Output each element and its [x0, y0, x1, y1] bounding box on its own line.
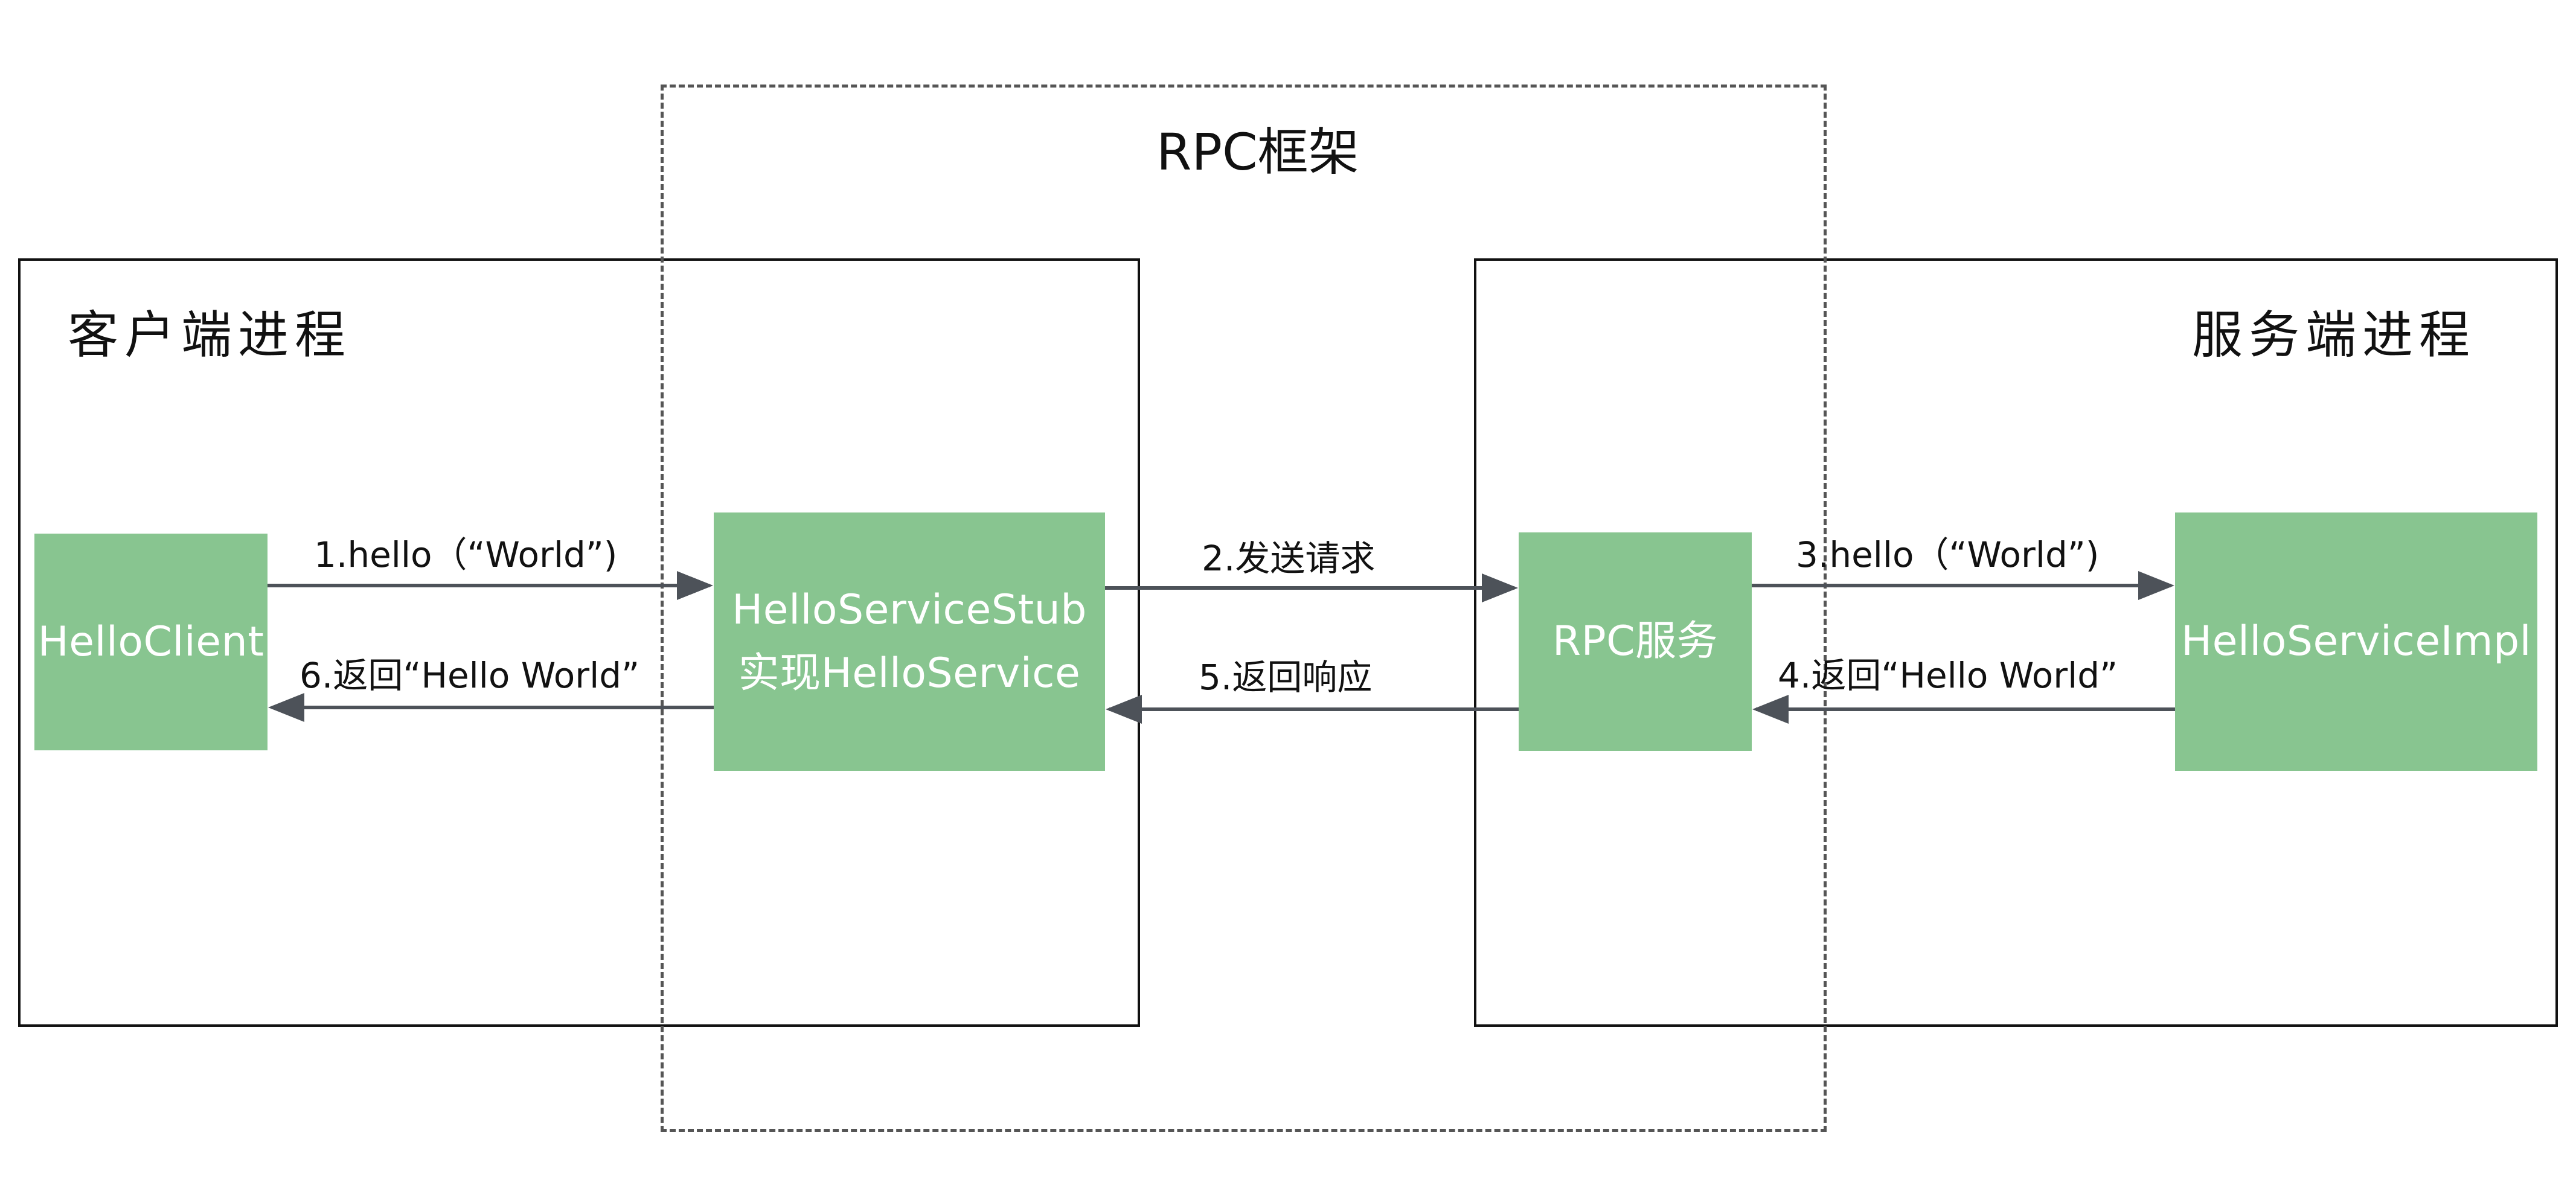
arrow-3-label: 3.hello（“World”) — [1796, 534, 2100, 575]
hello-client-node: HelloClient — [34, 534, 268, 750]
server-process-box — [1474, 258, 2558, 1027]
arrow-6-label: 6.返回“Hello World” — [300, 655, 640, 696]
hello-service-impl-node: HelloServiceImpl — [2175, 512, 2537, 771]
arrow-4-label: 4.返回“Hello World” — [1778, 655, 2118, 696]
rpc-service-label: RPC服务 — [1552, 618, 1719, 666]
rpc-framework-box — [661, 85, 1827, 1132]
arrow-2-label: 2.发送请求 — [1202, 538, 1376, 579]
server-process-title: 服务端进程 — [2192, 305, 2476, 365]
arrow-1-label: 1.hello（“World”) — [314, 534, 618, 575]
hello-service-impl-label: HelloServiceImpl — [2180, 618, 2532, 666]
framework-title: RPC框架 — [1156, 123, 1359, 182]
hello-service-stub-node: HelloServiceStub 实现HelloService — [714, 512, 1105, 771]
client-process-box — [18, 258, 1140, 1027]
client-process-title: 客户端进程 — [68, 305, 352, 365]
stub-label-line2: 实现HelloService — [738, 650, 1081, 697]
arrow-5-label: 5.返回响应 — [1199, 657, 1373, 698]
rpc-service-node: RPC服务 — [1519, 532, 1752, 751]
stub-label-line1: HelloServiceStub — [732, 586, 1087, 634]
hello-client-label: HelloClient — [37, 618, 264, 666]
